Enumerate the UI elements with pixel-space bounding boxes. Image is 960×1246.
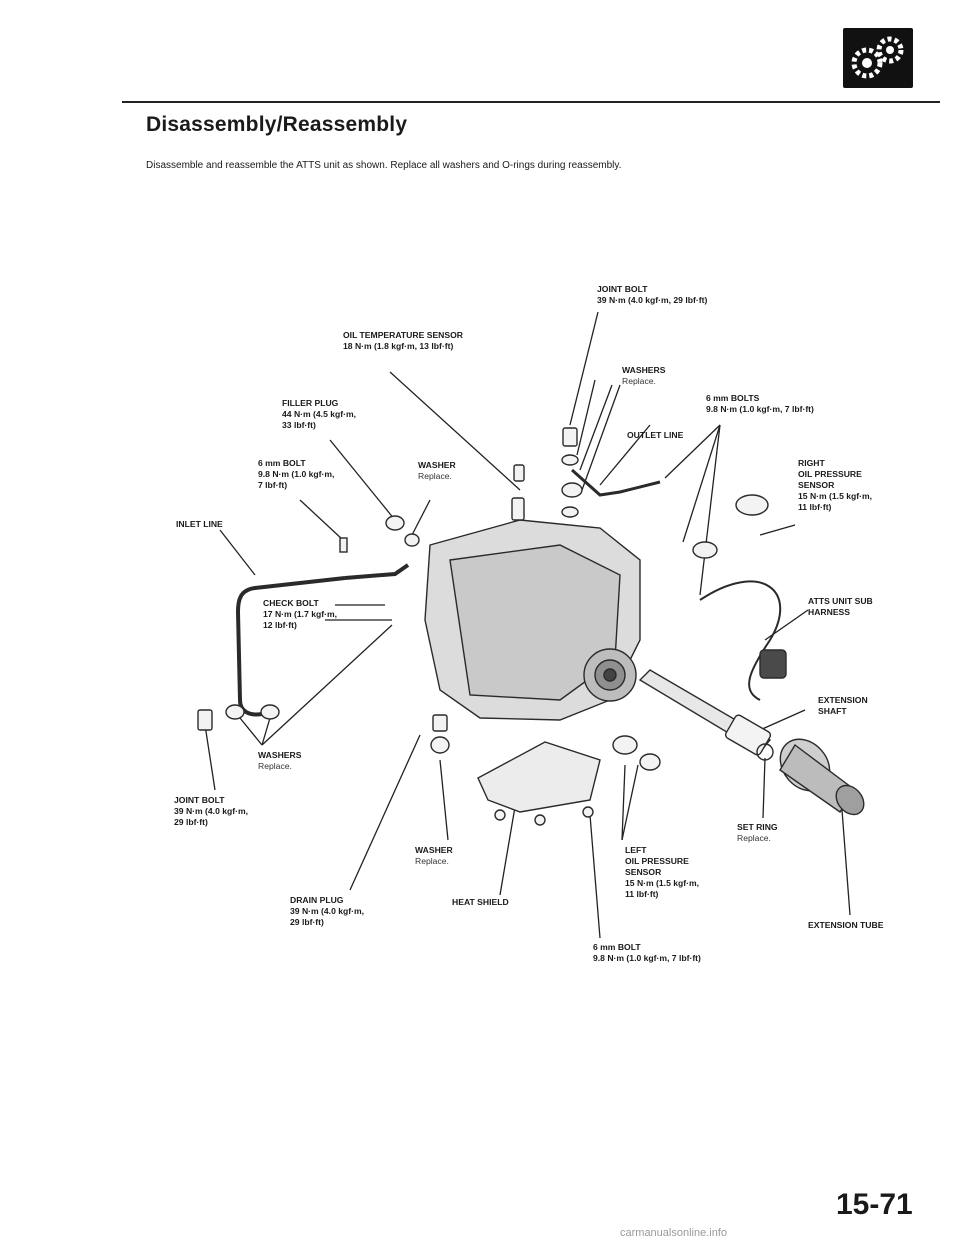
page-number: 15-71	[836, 1188, 913, 1221]
label-washers-left: WASHERS Replace.	[258, 750, 302, 771]
label-joint-bolt-top: JOINT BOLT 39 N·m (4.0 kgf·m, 29 lbf·ft)	[597, 284, 708, 305]
label-6mm-bolt-left: 6 mm BOLT 9.8 N·m (1.0 kgf·m, 7 lbf·ft)	[258, 458, 335, 490]
intro-text: Disassemble and reassemble the ATTS unit…	[146, 160, 622, 171]
label-6mm-bolt-bottom: 6 mm BOLT 9.8 N·m (1.0 kgf·m, 7 lbf·ft)	[593, 942, 701, 963]
label-heat-shield: HEAT SHIELD	[452, 897, 509, 907]
label-6mm-bolts-top: 6 mm BOLTS 9.8 N·m (1.0 kgf·m, 7 lbf·ft)	[706, 393, 814, 414]
label-joint-bolt-left: JOINT BOLT 39 N·m (4.0 kgf·m, 29 lbf·ft)	[174, 795, 249, 827]
label-washer-low: WASHER Replace.	[415, 845, 453, 866]
label-outlet-line: OUTLET LINE	[627, 430, 684, 440]
label-inlet-line: INLET LINE	[176, 519, 223, 529]
header-rule	[122, 101, 940, 103]
label-right-oil-pressure-sensor: RIGHT OIL PRESSURE SENSOR 15 N·m (1.5 kg…	[798, 458, 873, 512]
label-oil-temperature-sensor: OIL TEMPERATURE SENSOR 18 N·m (1.8 kgf·m…	[343, 330, 464, 351]
page-title: Disassembly/Reassembly	[146, 113, 408, 136]
label-drain-plug: DRAIN PLUG 39 N·m (4.0 kgf·m, 29 lbf·ft)	[290, 895, 365, 927]
label-atts-unit-sub-harness: ATTS UNIT SUB HARNESS	[808, 596, 873, 617]
label-washers-top: WASHERS Replace.	[622, 365, 666, 386]
label-check-bolt: CHECK BOLT 17 N·m (1.7 kgf·m, 12 lbf·ft)	[263, 598, 338, 630]
watermark-text: carmanualsonline.info	[620, 1227, 728, 1239]
label-filler-plug: FILLER PLUG 44 N·m (4.5 kgf·m, 33 lbf·ft…	[282, 398, 357, 430]
label-extension-tube: EXTENSION TUBE	[808, 920, 884, 930]
label-set-ring: SET RING Replace.	[737, 822, 778, 843]
label-washer-mid: WASHER Replace.	[418, 460, 456, 481]
gear-pair-icon	[843, 28, 913, 88]
label-left-oil-pressure-sensor: LEFT OIL PRESSURE SENSOR 15 N·m (1.5 kgf…	[625, 845, 700, 899]
label-extension-shaft: EXTENSION SHAFT	[818, 695, 868, 716]
